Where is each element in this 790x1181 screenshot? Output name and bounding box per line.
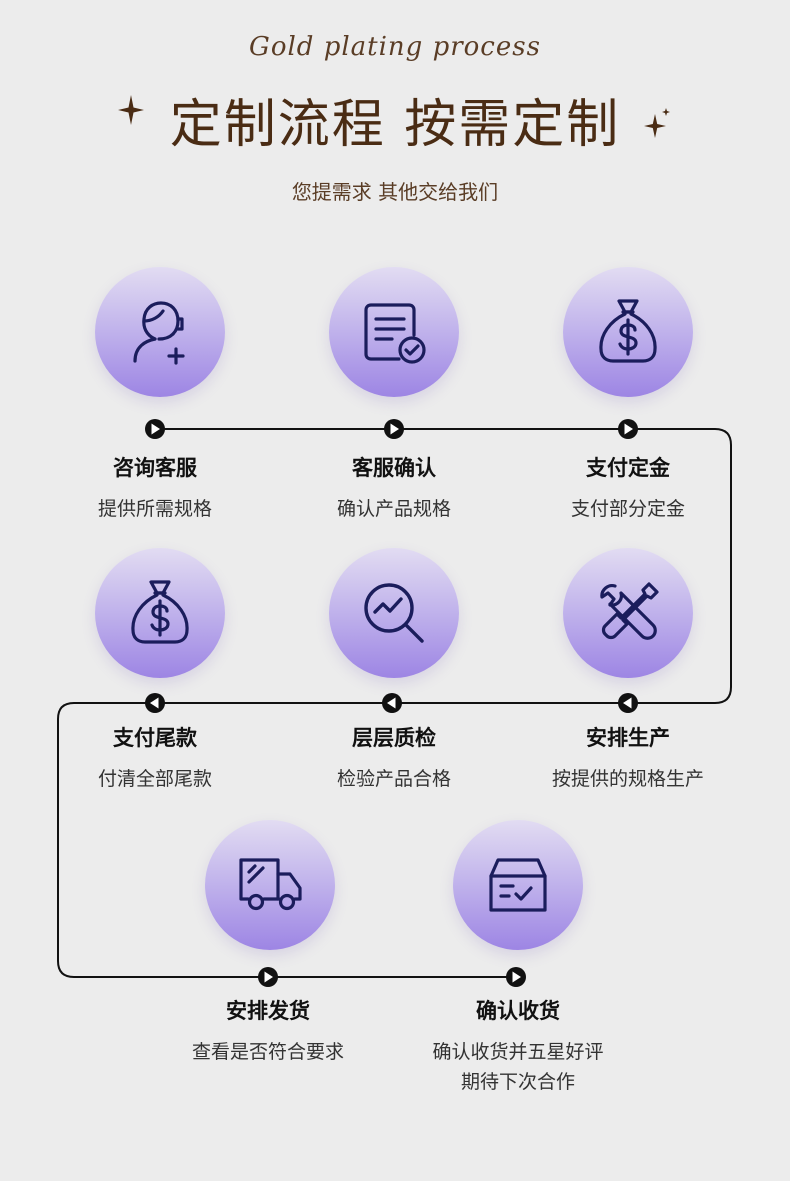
script-title: Gold plating process [249, 32, 541, 62]
arrow-left-icon [382, 693, 402, 713]
step-desc: 检验产品合格 [336, 768, 451, 790]
step-3-circle [563, 267, 693, 397]
step-title: 客服确认 [352, 456, 436, 480]
step-desc: 支付部分定金 [570, 498, 685, 520]
step-title: 安排生产 [586, 726, 670, 750]
step-desc: 付清全部尾款 [97, 768, 212, 790]
step-title: 支付尾款 [113, 726, 197, 750]
step-4: 支付尾款 付清全部尾款 [25, 722, 285, 794]
arrow-right-icon [145, 419, 165, 439]
arrow-right-icon [258, 967, 278, 987]
money-bag-icon [131, 580, 189, 644]
step-desc: 确认收货并五星好评 期待下次合作 [432, 1041, 604, 1094]
delivery-truck-icon [239, 858, 302, 911]
step-2: 客服确认 确认产品规格 [264, 452, 524, 524]
step-5-circle [329, 548, 459, 678]
step-7-circle [205, 820, 335, 950]
step-7: 安排发货 查看是否符合要求 [138, 995, 398, 1067]
customer-service-icon [133, 301, 185, 365]
step-3: 支付定金 支付部分定金 [498, 452, 758, 524]
step-title: 确认收货 [476, 999, 560, 1023]
step-desc: 按提供的规格生产 [551, 768, 704, 790]
step-title: 层层质检 [352, 726, 436, 750]
package-box-icon [489, 858, 547, 912]
step-1-circle [95, 267, 225, 397]
step-title: 咨询客服 [113, 456, 197, 480]
arrow-right-icon [618, 419, 638, 439]
step-4-circle [95, 548, 225, 678]
step-1: 咨询客服 提供所需规格 [25, 452, 285, 524]
tools-icon [600, 582, 659, 640]
step-title: 安排发货 [226, 999, 310, 1023]
sparkle-icon [118, 95, 144, 129]
document-check-icon [364, 303, 426, 364]
subtitle: 您提需求 其他交给我们 [291, 180, 499, 204]
magnifier-chart-icon [364, 583, 424, 643]
arrow-right-icon [384, 419, 404, 439]
arrow-right-icon [506, 967, 526, 987]
main-title: 定制流程 按需定制 [169, 95, 621, 155]
step-6: 安排生产 按提供的规格生产 [498, 722, 758, 794]
step-8: 确认收货 确认收货并五星好评 期待下次合作 [388, 995, 648, 1098]
step-2-circle [329, 267, 459, 397]
step-title: 支付定金 [586, 456, 670, 480]
step-8-circle [453, 820, 583, 950]
sparkle-icon [640, 108, 670, 148]
arrow-left-icon [145, 693, 165, 713]
step-6-circle [563, 548, 693, 678]
step-desc: 查看是否符合要求 [191, 1041, 344, 1063]
arrow-left-icon [618, 693, 638, 713]
money-bag-icon [599, 299, 657, 363]
step-desc: 确认产品规格 [336, 498, 451, 520]
step-desc: 提供所需规格 [97, 498, 212, 520]
step-5: 层层质检 检验产品合格 [264, 722, 524, 794]
